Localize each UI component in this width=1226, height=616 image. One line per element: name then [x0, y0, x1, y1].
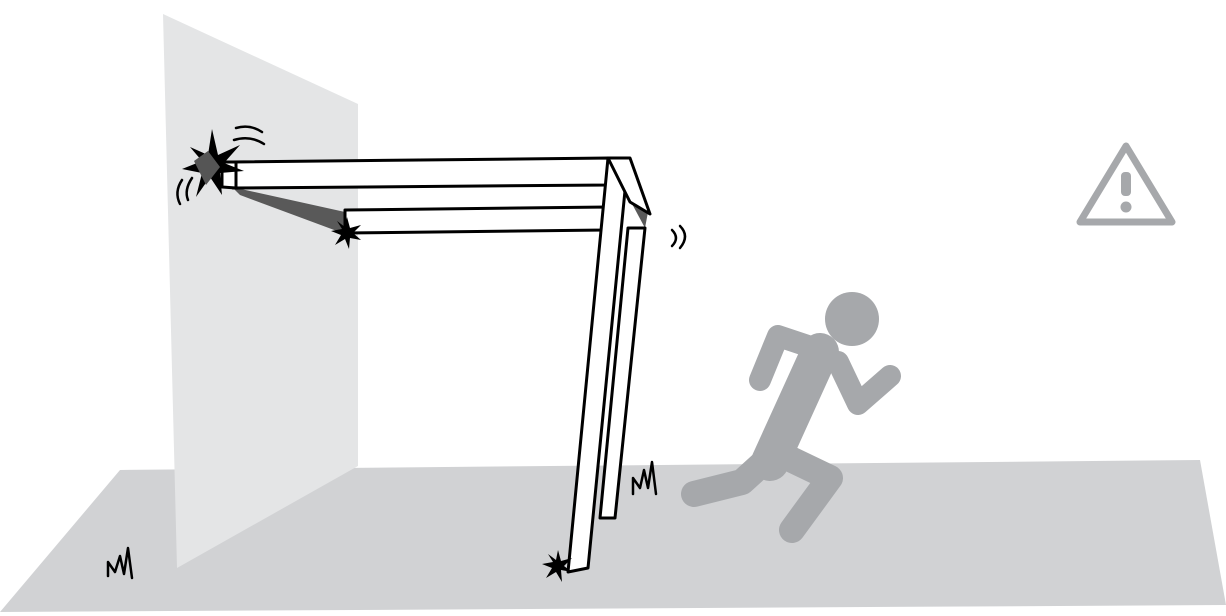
impact-burst-icon [331, 217, 361, 249]
running-person-icon [681, 292, 901, 543]
upper-beam [231, 156, 612, 190]
beam-shadow [232, 187, 345, 234]
lower-beam [343, 205, 610, 235]
impact-burst-icon [182, 129, 244, 197]
crack-mark-icon [106, 546, 134, 580]
impact-burst-icon [542, 550, 572, 582]
vibration-mark-icon [176, 125, 687, 250]
post-cap [606, 156, 652, 216]
floor [0, 460, 1226, 612]
collapsing-frame [220, 156, 652, 574]
crack-mark-icon [631, 460, 658, 496]
warning-triangle-icon [1076, 142, 1176, 226]
back-post [598, 226, 647, 520]
